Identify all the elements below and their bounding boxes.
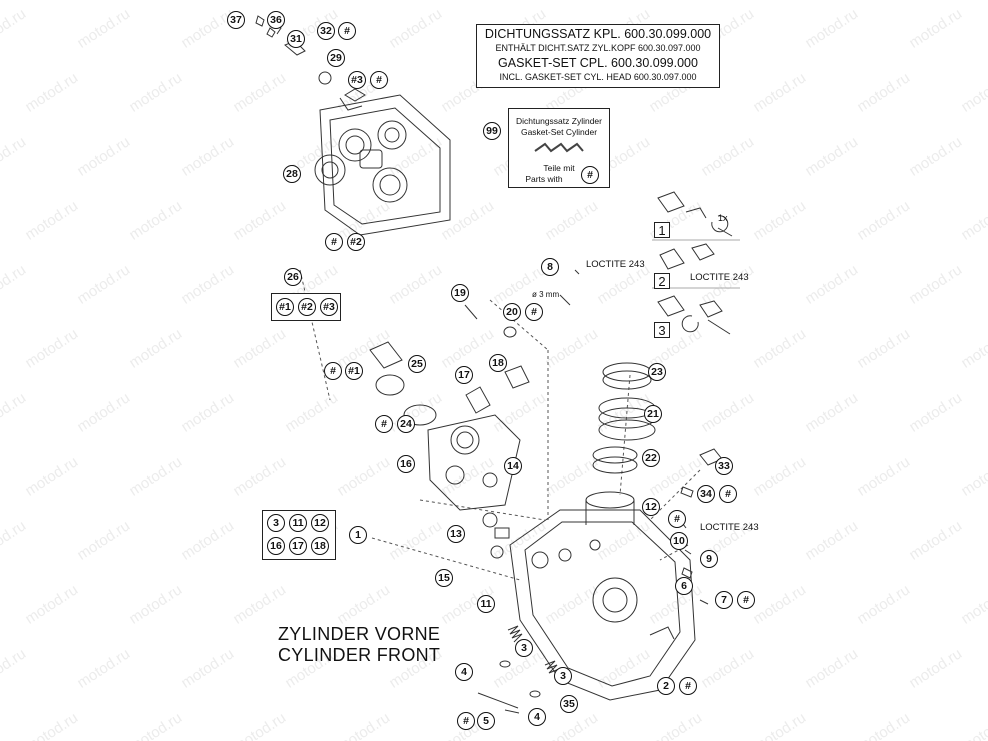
cylinder-gasket-line2: Gasket-Set Cylinder (520, 127, 598, 137)
gasket-set-line1: DICHTUNGSSATZ KPL. 600.30.099.000 (484, 27, 712, 41)
rotation-label: 1x (718, 213, 728, 223)
callout-c9: 9 (700, 550, 718, 568)
callout-c14: 14 (504, 457, 522, 475)
callout-c5: 5 (477, 712, 495, 730)
callout-c3hh: # (370, 71, 388, 89)
callout-c33: 33 (715, 457, 733, 475)
callout-c4b: 4 (528, 708, 546, 726)
detail-step-3: 3 (654, 322, 670, 338)
gasket-set-line4: INCL. GASKET-SET CYL. HEAD 600.30.097.00… (499, 72, 697, 82)
dimension-label: ø 3 mm (532, 290, 560, 299)
cylinder-gasket-line3: Teile mit (543, 163, 575, 173)
callout-c28: 28 (283, 165, 301, 183)
callout-c10h: # (668, 510, 686, 528)
loctite-label-8: LOCTITE 243 (586, 259, 645, 270)
callout-c1: 1 (349, 526, 367, 544)
callout-c6: 6 (675, 577, 693, 595)
detail-step-2: 2 (654, 273, 670, 289)
callout-c2: 2 (657, 677, 675, 695)
callout-c20h: # (525, 303, 543, 321)
callout-c32: 32 (317, 22, 335, 40)
set-26-item-1: #1 (276, 298, 294, 316)
ktm-logo-icon (534, 142, 584, 153)
title-german: ZYLINDER VORNE (278, 624, 441, 644)
callout-c8: 8 (541, 258, 559, 276)
callout-c5h: # (457, 712, 475, 730)
title-english: CYLINDER FRONT (278, 645, 441, 665)
set-26-item-3: #3 (320, 298, 338, 316)
set-26-item-2: #2 (298, 298, 316, 316)
callout-c37: 37 (227, 11, 245, 29)
set-1-item-18: 18 (311, 537, 329, 555)
cylinder-gasket-line4: Parts with (525, 174, 563, 184)
set-1-item-3: 3 (267, 514, 285, 532)
callout-c23: 23 (648, 363, 666, 381)
callout-ch2: #2 (347, 233, 365, 251)
callout-c24: 24 (397, 415, 415, 433)
cylinder-gasket-marker: # (581, 166, 599, 184)
callout-c35: 35 (560, 695, 578, 713)
callout-c11: 11 (477, 595, 495, 613)
callout-c12: 12 (642, 498, 660, 516)
callout-c10: 10 (670, 532, 688, 550)
set-1-item-11: 11 (289, 514, 307, 532)
callout-c20: 20 (503, 303, 521, 321)
callout-c34: 34 (697, 485, 715, 503)
callout-c24h: # (375, 415, 393, 433)
callout-c3h3: #3 (348, 71, 366, 89)
callout-c2h: # (679, 677, 697, 695)
callout-c36: 36 (267, 11, 285, 29)
callout-c21: 21 (644, 405, 662, 423)
callout-c15: 15 (435, 569, 453, 587)
gasket-set-line3: GASKET-SET CPL. 600.30.099.000 (498, 56, 698, 70)
callout-ch1: # (325, 233, 343, 251)
callout-c25: 25 (408, 355, 426, 373)
cylinder-gasket-line1: Dichtungssatz Zylinder (516, 116, 602, 126)
callout-c34h: # (719, 485, 737, 503)
set-1-item-12: 12 (311, 514, 329, 532)
gasket-set-info-box: DICHTUNGSSATZ KPL. 600.30.099.000 ENTHÄL… (476, 24, 720, 88)
callout-c18: 18 (489, 354, 507, 372)
callout-c19: 19 (451, 284, 469, 302)
callout-c31: 31 (287, 30, 305, 48)
callout-c25h1: #1 (345, 362, 363, 380)
cylinder-gasket-box: Dichtungssatz Zylinder Gasket-Set Cylind… (508, 108, 610, 188)
cylinder-head-lower-drawing (369, 269, 580, 511)
loctite-label-10: LOCTITE 243 (700, 522, 759, 533)
callout-c25h: # (324, 362, 342, 380)
callout-c16: 16 (397, 455, 415, 473)
callout-c4a: 4 (455, 663, 473, 681)
callout-c29: 29 (327, 49, 345, 67)
set-1-item-16: 16 (267, 537, 285, 555)
callout-c3a: 3 (515, 639, 533, 657)
callout-c22: 22 (642, 449, 660, 467)
callout-c32h: # (338, 22, 356, 40)
gasket-set-line2: ENTHÄLT DICHT.SATZ ZYL.KOPF 600.30.097.0… (495, 43, 701, 53)
cylinder-block-drawing (482, 509, 696, 701)
callout-c17: 17 (455, 366, 473, 384)
callout-c26: 26 (284, 268, 302, 286)
callout-99: 99 (483, 122, 501, 140)
callout-c13: 13 (447, 525, 465, 543)
callout-c7: 7 (715, 591, 733, 609)
detail-step-1: 1 (654, 222, 670, 238)
set-1-item-17: 17 (289, 537, 307, 555)
loctite-label-detail: LOCTITE 243 (690, 272, 749, 283)
callout-c3b: 3 (554, 667, 572, 685)
valve-springs-drawing (477, 625, 560, 714)
callout-c7h: # (737, 591, 755, 609)
cylinder-head-drawing (255, 15, 451, 236)
